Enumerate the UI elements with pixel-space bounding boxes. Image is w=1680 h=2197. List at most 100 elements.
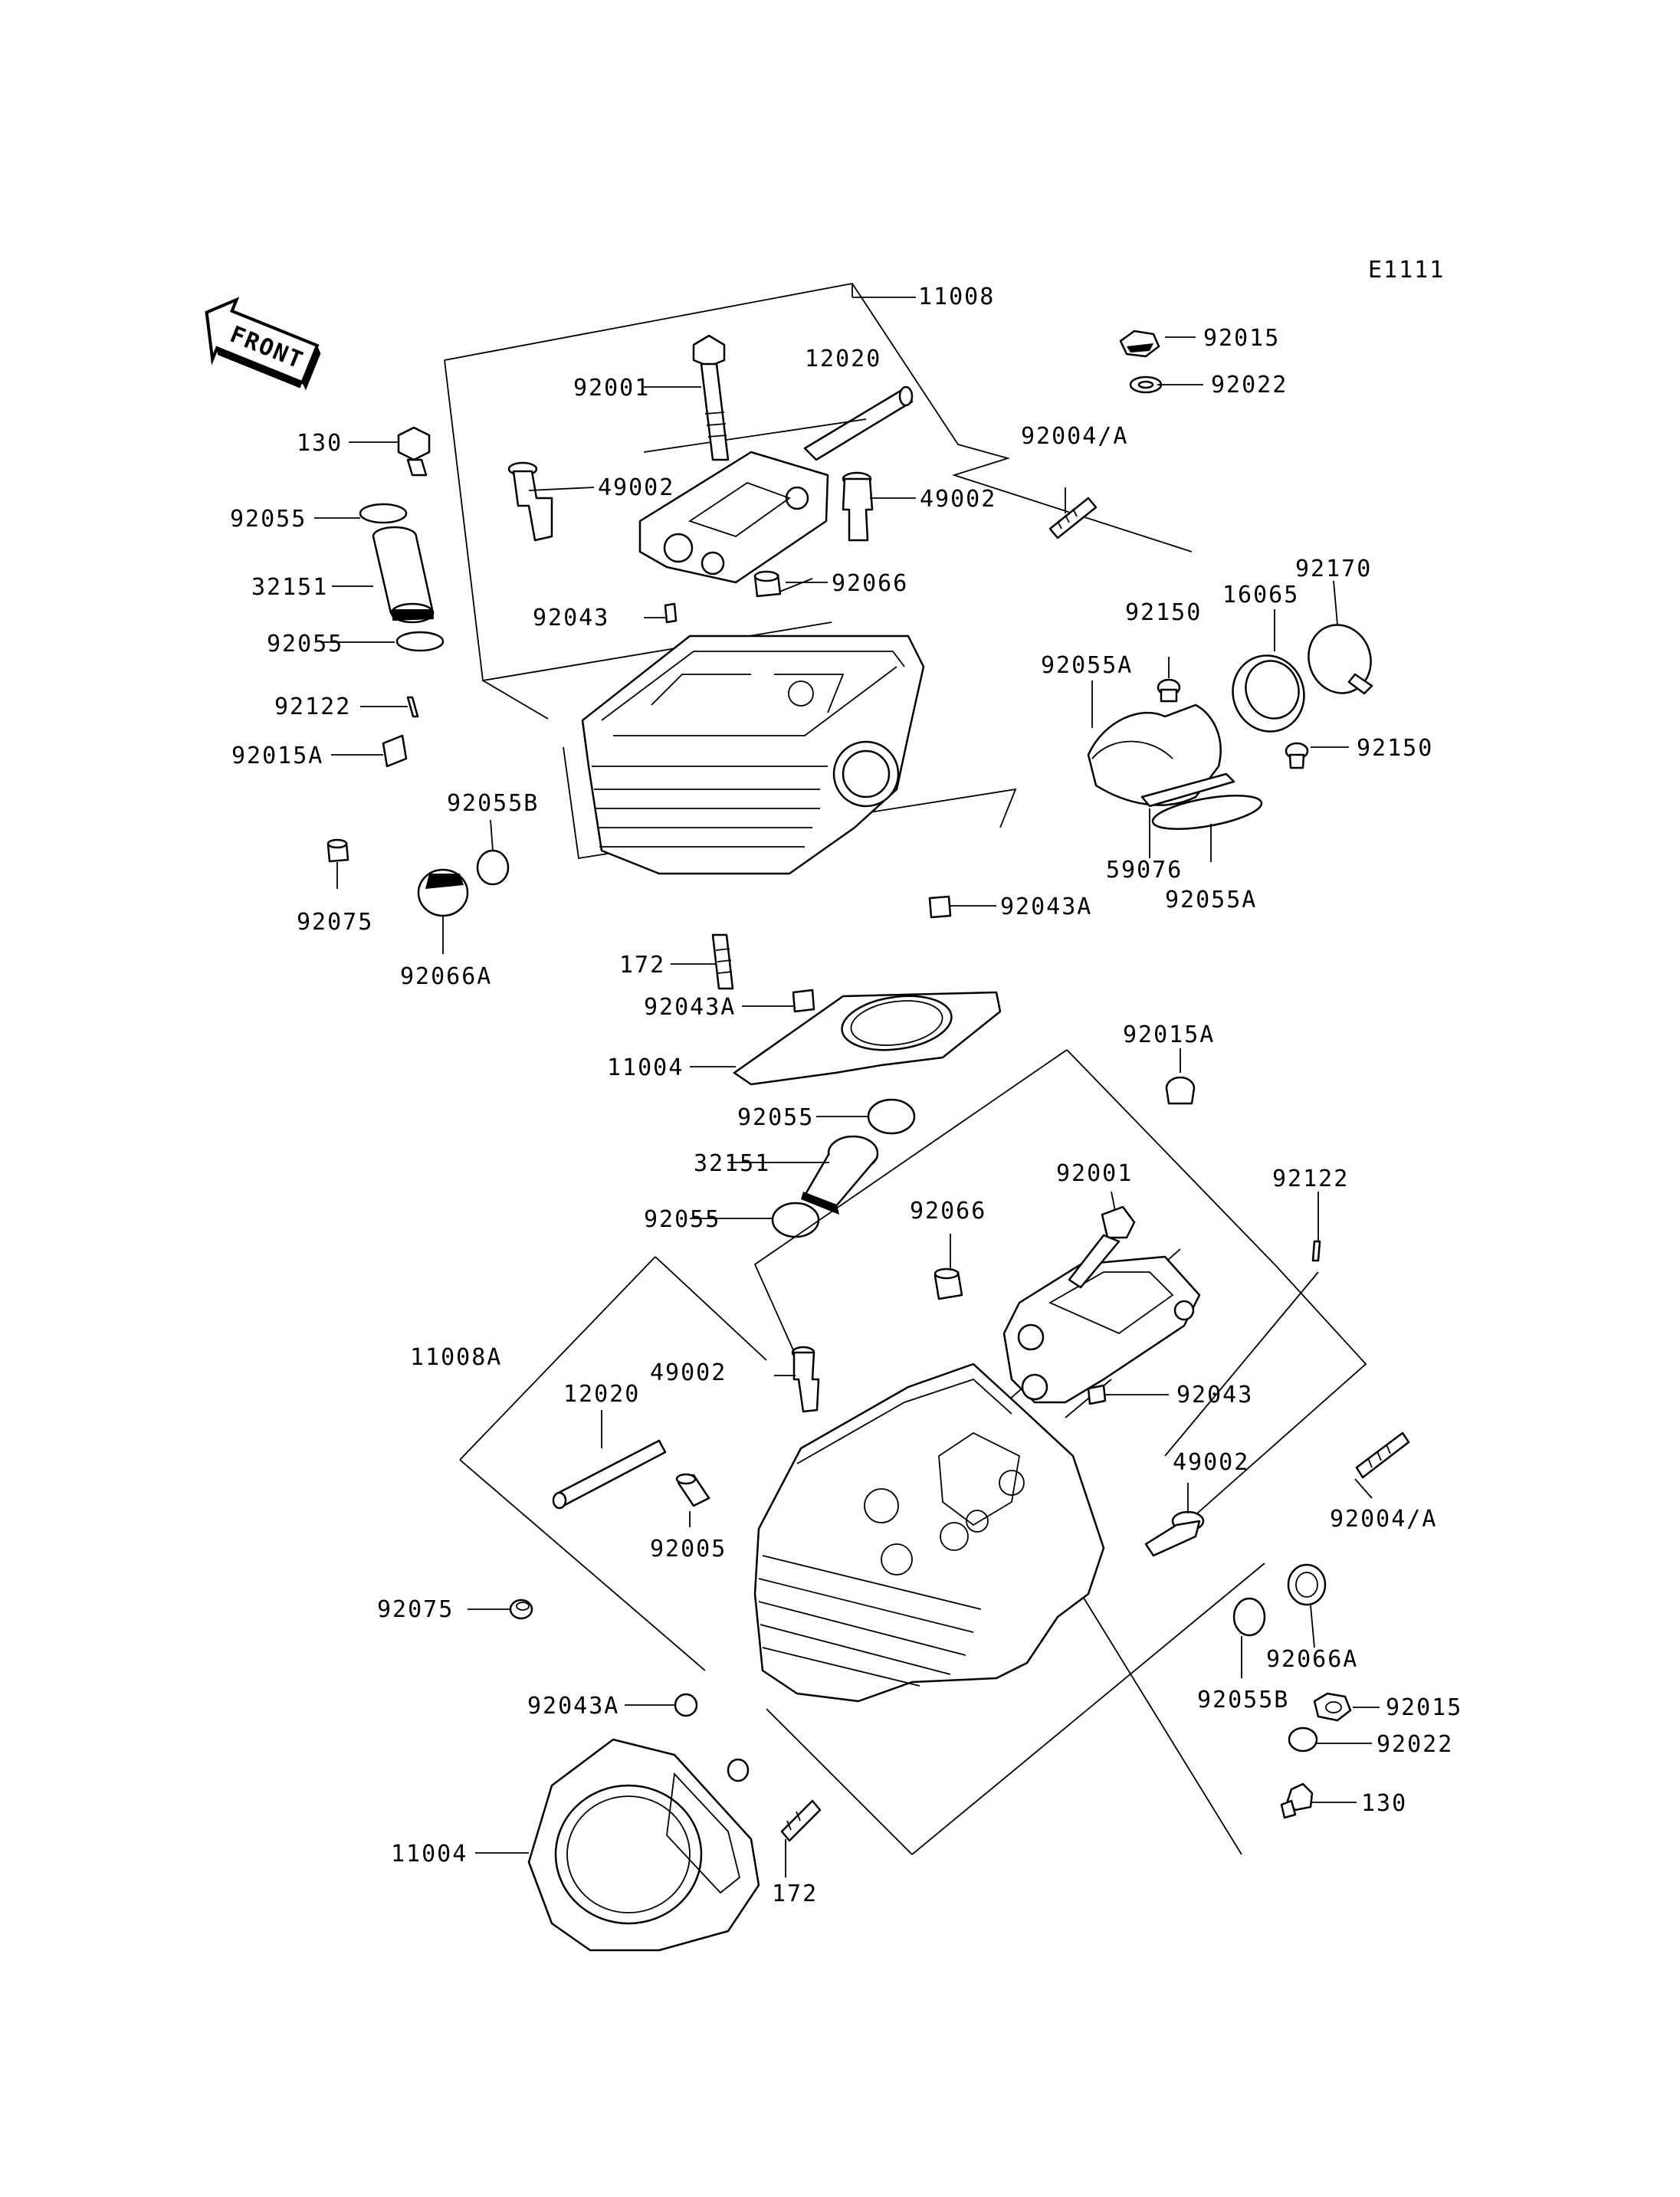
callout-92022: 92022 xyxy=(1376,1731,1453,1758)
pin-92122-upper xyxy=(406,696,419,718)
callout-92015A: 92015A xyxy=(1123,1021,1215,1048)
pin-92122-mid xyxy=(1311,1240,1321,1262)
callout-92043A: 92043A xyxy=(644,994,736,1021)
callout-12020: 12020 xyxy=(805,346,881,372)
o-ring-92055B-lower xyxy=(1232,1597,1266,1637)
screw-92150-b xyxy=(1285,742,1309,769)
bolt-92001-upper xyxy=(692,334,730,461)
stud-172-upper xyxy=(711,933,734,990)
front-arrow-icon: FRONT xyxy=(205,297,321,391)
oil-pipe-32151-mid xyxy=(801,1135,879,1215)
callout-92122: 92122 xyxy=(274,694,351,720)
callout-32151: 32151 xyxy=(694,1150,770,1177)
callout-92150: 92150 xyxy=(1357,735,1433,762)
callout-16065: 16065 xyxy=(1222,582,1299,608)
stud-92004-upper xyxy=(1048,497,1098,539)
callout-92001: 92001 xyxy=(1056,1160,1133,1187)
callout-92150: 92150 xyxy=(1125,599,1202,626)
dowel-92015A-upper xyxy=(382,734,408,768)
cap-92075-lower xyxy=(509,1599,533,1620)
rocker-shaft-lower xyxy=(552,1439,667,1510)
callout-92043A: 92043A xyxy=(527,1693,619,1720)
dowel-92043A-upper-b xyxy=(792,989,815,1013)
plug-92066-upper xyxy=(753,570,782,598)
plug-92066A-lower xyxy=(1287,1563,1327,1606)
callout-92055: 92055 xyxy=(230,506,307,533)
o-ring-92055-b xyxy=(395,631,445,652)
o-ring-92055-a xyxy=(359,503,408,524)
callout-92075: 92075 xyxy=(377,1596,454,1623)
dowel-92043A-upper-a xyxy=(928,895,952,919)
callout-92055B: 92055B xyxy=(1197,1687,1289,1713)
nut-92015-lower xyxy=(1313,1692,1352,1722)
callout-12020: 12020 xyxy=(563,1381,640,1408)
o-ring-92055B-upper xyxy=(476,849,510,886)
adjuster-49002-d xyxy=(1144,1510,1205,1557)
cap-92075-upper xyxy=(326,838,349,863)
callout-92055: 92055 xyxy=(644,1206,720,1233)
callout-92015: 92015 xyxy=(1203,325,1280,352)
gasket-11004-lower xyxy=(527,1738,760,1952)
callout-11008: 11008 xyxy=(918,284,995,310)
callout-92005: 92005 xyxy=(650,1536,727,1562)
washer-92022-lower xyxy=(1288,1726,1318,1753)
callout-92043: 92043 xyxy=(1176,1382,1253,1408)
callout-labels: 11008 92015 92022 12020 92001 130 49002 … xyxy=(230,284,1462,1907)
callout-92055A: 92055A xyxy=(1041,652,1133,679)
dowel-92043A-lower-b xyxy=(727,1758,750,1782)
callout-92066: 92066 xyxy=(832,570,908,597)
callout-130: 130 xyxy=(297,430,343,457)
plug-92066-mid xyxy=(934,1267,963,1300)
callout-92015A: 92015A xyxy=(231,743,323,769)
callout-130: 130 xyxy=(1361,1790,1407,1817)
screw-92150-a xyxy=(1157,678,1181,703)
callout-92055: 92055 xyxy=(737,1104,814,1131)
callout-92075: 92075 xyxy=(297,909,373,936)
callout-92043: 92043 xyxy=(533,605,609,631)
callout-11004: 11004 xyxy=(607,1054,684,1081)
callout-92022: 92022 xyxy=(1211,372,1288,398)
callout-92066: 92066 xyxy=(910,1198,986,1225)
cylinder-head-upper xyxy=(581,635,925,875)
adjuster-49002-b xyxy=(842,471,874,542)
o-ring-92055-c xyxy=(867,1098,916,1135)
dowel-92043A-lower-a xyxy=(674,1693,698,1717)
callout-49002: 49002 xyxy=(920,486,996,513)
callout-92004-A: 92004/A xyxy=(1330,1506,1437,1533)
callout-92055B: 92055B xyxy=(447,790,539,817)
rocker-housing-lower xyxy=(1002,1255,1201,1404)
stud-172-lower xyxy=(780,1799,822,1842)
callout-92066A: 92066A xyxy=(1266,1646,1358,1673)
clamp-16065 xyxy=(1232,654,1305,733)
clamp-92170 xyxy=(1308,624,1373,695)
washer-92022-upper xyxy=(1129,375,1163,394)
leader-lines xyxy=(314,336,1380,1877)
callout-49002: 49002 xyxy=(598,474,674,501)
dowel-92043-mid xyxy=(1087,1384,1107,1405)
dowel-92015A-mid xyxy=(1165,1076,1196,1105)
callout-92055A: 92055A xyxy=(1165,887,1257,913)
callout-92015: 92015 xyxy=(1386,1694,1462,1721)
callout-172: 172 xyxy=(619,952,665,979)
adjuster-49002-a xyxy=(507,461,553,542)
bolt-130-upper xyxy=(397,426,431,477)
callout-172: 172 xyxy=(772,1881,818,1907)
callout-92122: 92122 xyxy=(1272,1166,1349,1192)
diagram-code: E1111 xyxy=(1368,257,1445,284)
dowel-92043-upper xyxy=(664,602,678,624)
cylinder-head-lower xyxy=(753,1362,1105,1703)
intake-joint-upper xyxy=(1087,703,1235,808)
nut-92015-upper xyxy=(1119,330,1160,358)
oil-pipe-32151-upper xyxy=(372,526,435,624)
bolt-92001-mid xyxy=(1068,1205,1136,1289)
o-ring-92055-d xyxy=(771,1202,820,1238)
callout-11004: 11004 xyxy=(391,1841,468,1867)
callout-92043A: 92043A xyxy=(1000,894,1092,920)
o-ring-92055A-lower-right xyxy=(1151,795,1263,830)
gasket-11004-upper xyxy=(733,991,1002,1086)
plug-92066A-upper xyxy=(417,868,469,917)
callout-92001: 92001 xyxy=(573,375,650,402)
callout-92170: 92170 xyxy=(1295,556,1372,582)
